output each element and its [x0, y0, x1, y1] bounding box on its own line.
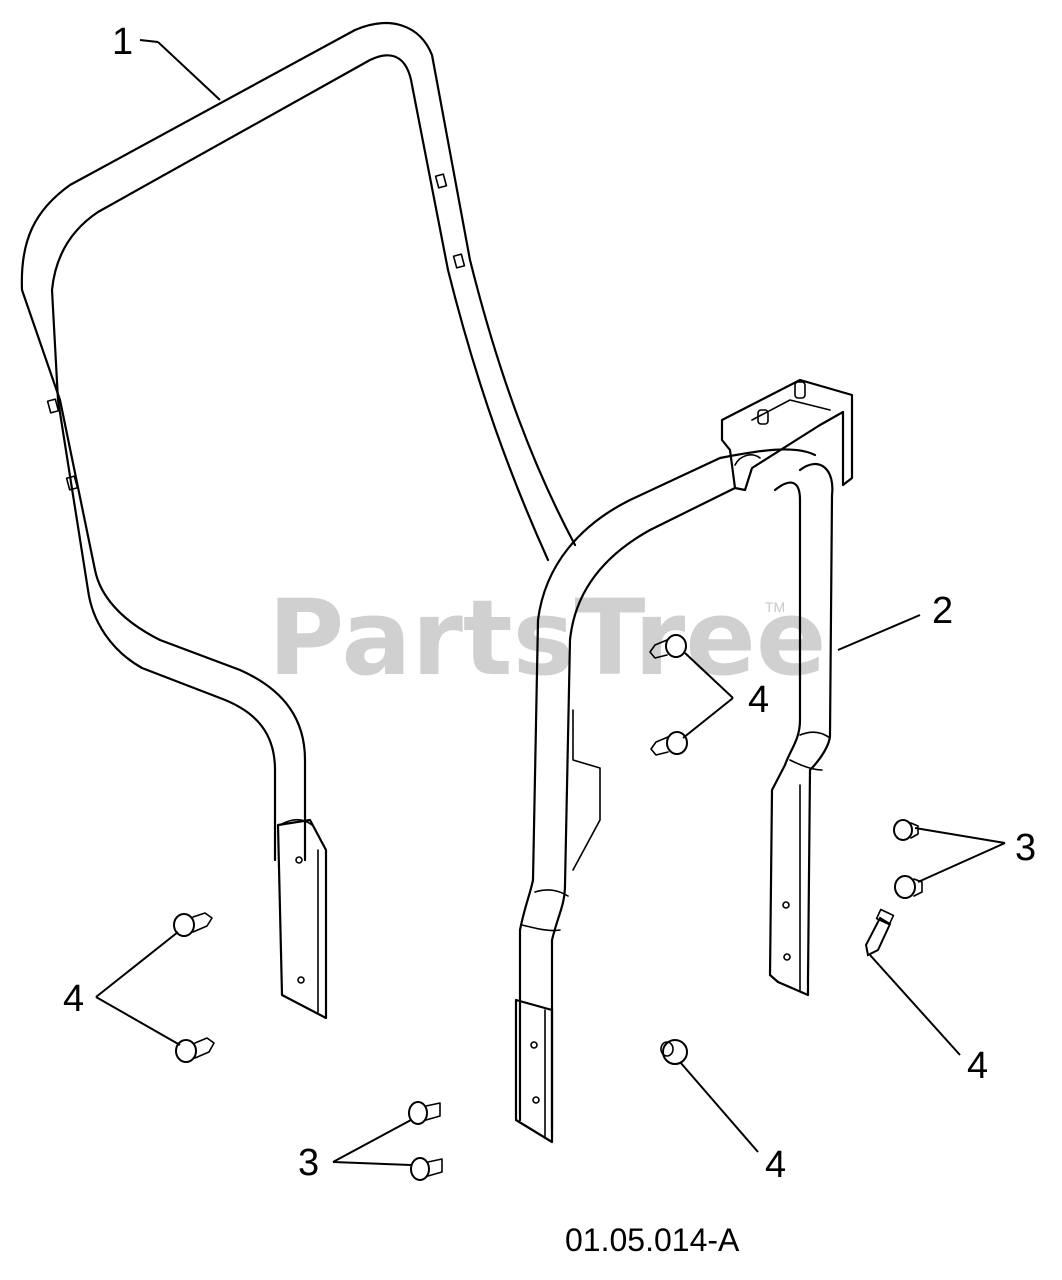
bolt-part-4-right [864, 908, 895, 957]
nut-part-3-upper [893, 819, 919, 841]
bolt-part-4-bottom [660, 1039, 688, 1065]
nut-part-3-lower-a [408, 1101, 441, 1125]
bolt-part-4-left-upper [173, 912, 213, 937]
callout-4-right: 4 [967, 1045, 988, 1087]
nut-part-3-lower-b [410, 1157, 443, 1181]
callout-4-center: 4 [748, 679, 769, 721]
callout-2: 2 [932, 590, 953, 632]
callout-3-bottom: 3 [298, 1142, 319, 1184]
nut-part-3-middle [894, 875, 923, 899]
bolt-part-4-left-lower [175, 1037, 215, 1063]
callout-3-right: 3 [1015, 827, 1036, 869]
callout-4-left: 4 [63, 978, 84, 1020]
callout-1: 1 [112, 21, 133, 63]
lower-handle-part-2 [514, 378, 854, 1144]
upper-handle-part-1 [20, 22, 577, 1020]
watermark-text: PartsTree [268, 577, 826, 699]
leader-lines [95, 39, 1006, 1166]
bolt-part-4-mid [650, 731, 688, 756]
watermark-trademark: TM [765, 599, 785, 615]
figure-id: 01.05.014-A [565, 1222, 740, 1258]
callout-4-bottom: 4 [765, 1144, 786, 1186]
bolt-part-4-top [649, 634, 687, 659]
